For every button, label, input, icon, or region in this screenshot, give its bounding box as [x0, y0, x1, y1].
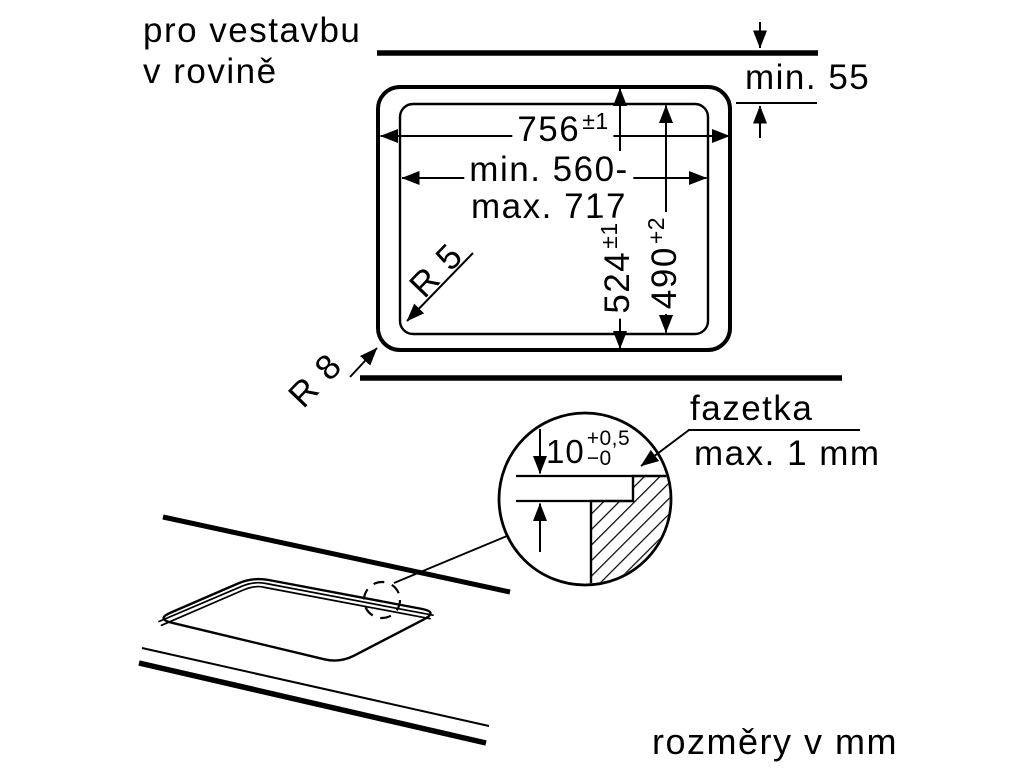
depth-tolerance-stack: +0,5 −0 — [586, 427, 631, 470]
chamfer-label-line-1: fazetka — [690, 389, 814, 428]
detail-marker-circle — [362, 580, 402, 620]
width-inner-label: min. 560- max. 717 — [464, 150, 634, 225]
height-outer-value: 524 — [597, 250, 637, 314]
units-note: rozměry v mm — [652, 721, 898, 762]
worktop-front-edge-thin-line — [141, 647, 490, 727]
chamfer-leader — [640, 429, 690, 467]
depth-value: 10 — [546, 433, 585, 470]
title-block: pro vestavbu v rovině — [143, 10, 361, 92]
hob-perspective-outline — [162, 577, 432, 662]
radius-inner-leader — [406, 252, 474, 322]
hob-outline — [376, 85, 732, 352]
worktop-back-edge-line — [162, 514, 511, 595]
height-outer-tolerance: ±1 — [595, 222, 622, 249]
hob-perspective-edge-line-1 — [158, 581, 434, 623]
radius-outer-leader — [349, 347, 378, 378]
cutout-outline — [398, 102, 710, 336]
depth-label: 10 +0,5 −0 — [546, 428, 630, 470]
detail-leader-line — [393, 535, 508, 584]
clearance-label: min. 55 — [745, 58, 871, 97]
depth-tolerance-plus: +0,5 — [586, 427, 631, 450]
worktop-front-edge-thick-line — [138, 660, 487, 746]
height-inner-value: 490 — [644, 246, 684, 310]
hob-perspective-edge-line-2 — [160, 585, 431, 627]
width-outer-value: 756 — [517, 109, 581, 149]
depth-tolerance-minus: −0 — [586, 447, 612, 470]
width-outer-tolerance: ±1 — [582, 107, 609, 134]
height-inner-tolerance: +2 — [642, 216, 669, 245]
chamfer-label-line-2: max. 1 mm — [694, 434, 881, 473]
width-outer-label: 756±1 — [512, 107, 614, 150]
height-inner-label: 490+2 — [642, 211, 685, 315]
title-line-1: pro vestavbu — [143, 11, 362, 50]
title-line-2: v rovině — [143, 52, 278, 91]
width-inner-min: min. 560- — [469, 150, 629, 189]
height-outer-label: 524±1 — [595, 217, 638, 319]
detail-circle — [497, 411, 673, 587]
